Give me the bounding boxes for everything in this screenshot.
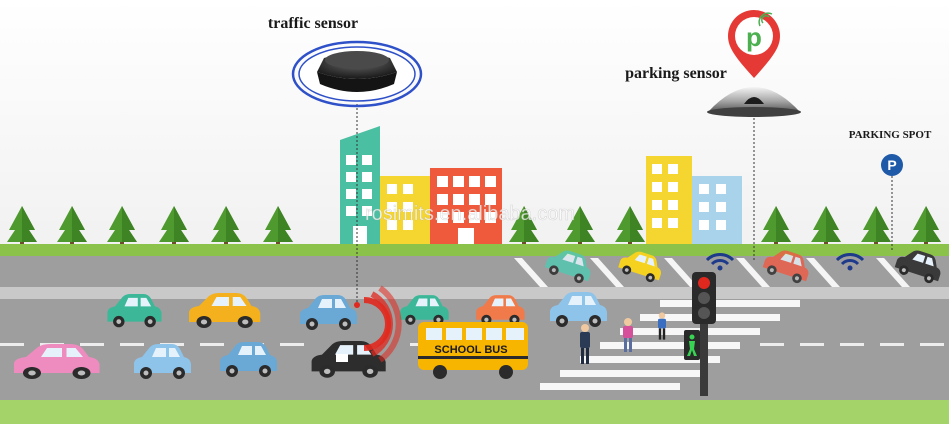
- buildings: [340, 126, 742, 246]
- parking-sign-icon: [881, 154, 903, 176]
- traffic-light-icon: [692, 272, 716, 396]
- parking-spot-label: PARKING SPOT: [849, 129, 932, 141]
- traffic-sensor-label: traffic sensor: [268, 15, 358, 32]
- grass-strip-bottom: [0, 400, 949, 424]
- watermark-text: rosimits.en.alibaba.com: [365, 203, 575, 225]
- parking-sign-letter: P: [887, 157, 896, 173]
- map-pin-letter: p: [746, 22, 762, 52]
- map-pin-icon: [728, 10, 780, 78]
- school-bus: [418, 322, 528, 379]
- pedestrian-signal-icon: [684, 330, 700, 360]
- traffic-sensor-puck-icon: [291, 40, 423, 108]
- traffic-sensor-radar: [363, 285, 402, 363]
- traffic-cars-lower: [14, 340, 386, 379]
- traffic-sensor-point: [354, 302, 360, 308]
- parking-sensor-dome-icon: [707, 87, 801, 117]
- parking-sensor-label: parking sensor: [625, 65, 727, 82]
- grass-strip-top: [0, 244, 949, 256]
- pedestrians: [580, 312, 666, 364]
- leader-lines: [356, 104, 893, 304]
- school-bus-label: SCHOOL BUS: [434, 344, 507, 356]
